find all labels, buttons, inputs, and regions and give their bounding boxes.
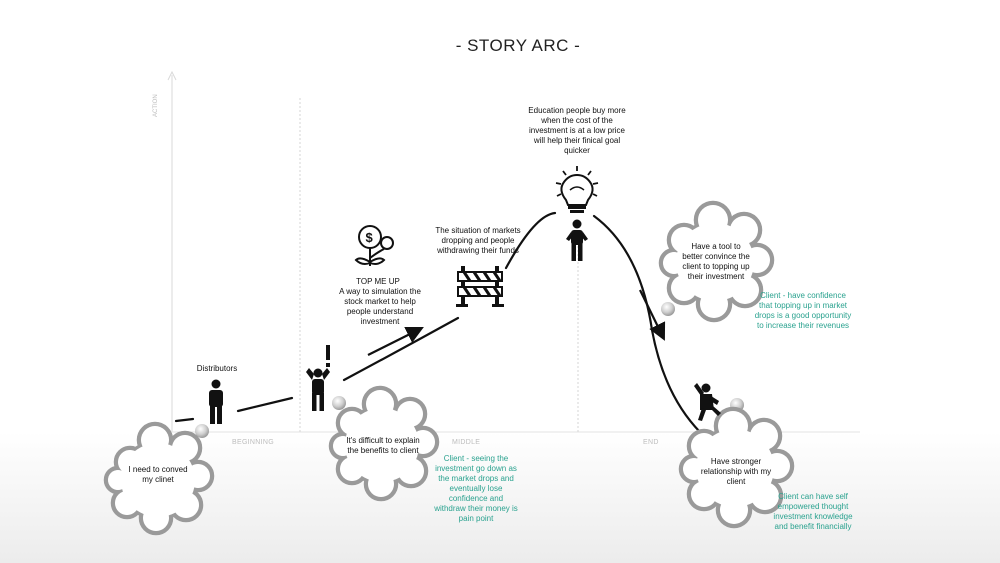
money-plant-icon: $ xyxy=(354,225,394,266)
label-education: Education people buy more when the cost … xyxy=(528,106,626,155)
y-axis-label: ACTION xyxy=(153,94,159,117)
note-client-confidence: Client - have confidence that topping up… xyxy=(754,291,852,330)
note-client-self: Client can have self empowered thought i… xyxy=(773,492,853,531)
page-title: - STORY ARC - xyxy=(455,36,581,55)
phase-label-beginning: BEGINNING xyxy=(232,439,274,446)
cloud-tool-fill xyxy=(663,205,770,318)
marker-ball xyxy=(661,302,675,316)
phase-label-middle: MIDDLE xyxy=(452,439,481,446)
person-celebrating-icon xyxy=(694,383,721,421)
svg-text:$: $ xyxy=(366,230,374,245)
label-distributors: Distributors xyxy=(196,364,238,373)
label-top-me-up-title: TOP ME UP xyxy=(356,277,400,286)
road-barrier-icon xyxy=(456,266,504,307)
arc-segment-2 xyxy=(236,396,294,413)
cloud-text-tool: Have a tool to better convince the clien… xyxy=(682,242,750,281)
person-worried-icon xyxy=(306,368,330,411)
marker-ball xyxy=(332,396,346,410)
person-icon xyxy=(566,219,588,261)
arrow-icon xyxy=(639,289,666,341)
cloud-text-convince: I need to conved my clinet xyxy=(128,465,188,484)
marker-ball xyxy=(195,424,209,438)
label-top-me-up-desc: A way to simulation the stock market to … xyxy=(339,287,421,326)
lightbulb-icon xyxy=(555,166,599,213)
cloud-relationship-fill xyxy=(683,411,790,524)
cloud-text-relationship: Have stronger relationship with my clien… xyxy=(700,457,772,486)
label-markets-dropping: The situation of markets dropping and pe… xyxy=(435,226,521,255)
arc-segment-4 xyxy=(504,211,557,270)
exclamation-icon xyxy=(326,345,330,367)
phase-label-end: END xyxy=(643,439,659,446)
note-client-seeing: Client - seeing the investment go down a… xyxy=(434,454,518,523)
cloud-text-difficult: It's difficult to explain the benefits t… xyxy=(346,436,420,455)
person-icon xyxy=(209,379,223,424)
arc-segment-3 xyxy=(342,316,460,382)
y-axis-arrow xyxy=(167,70,177,81)
arrow-icon xyxy=(367,327,424,356)
arc-segment-1 xyxy=(174,417,195,423)
cloud-convince-fill xyxy=(108,426,210,531)
cloud-difficult-fill xyxy=(333,390,435,497)
